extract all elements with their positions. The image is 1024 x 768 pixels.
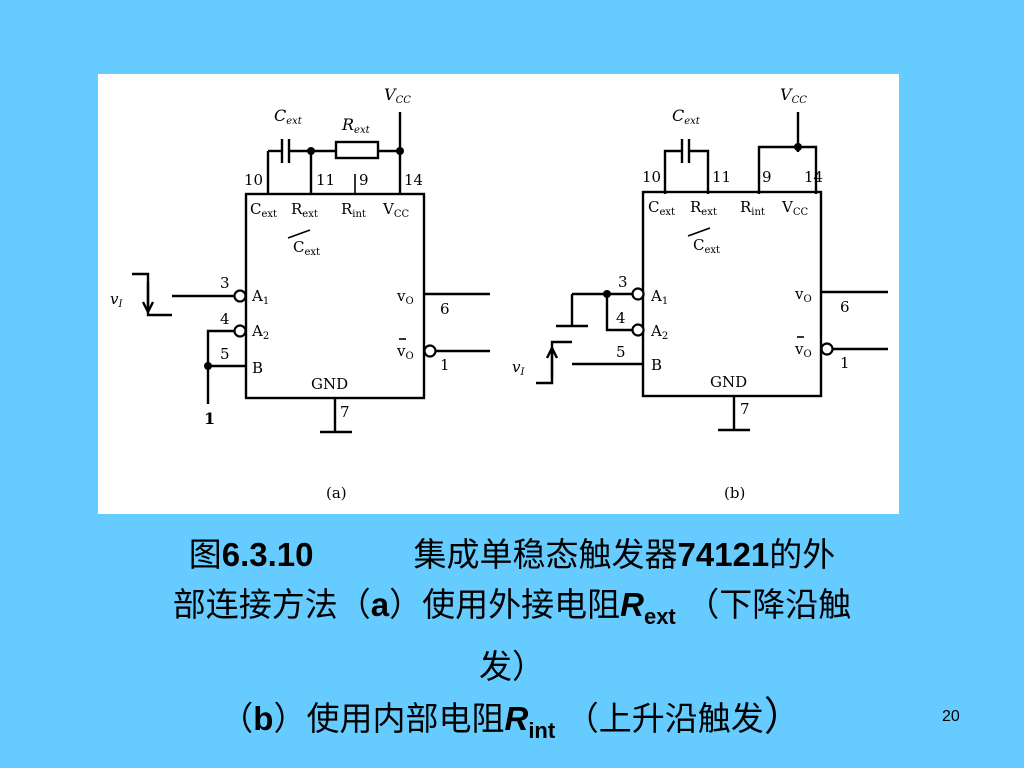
trigger-arrow-head (141, 301, 155, 315)
resistor-body (334, 140, 380, 160)
pin9-14-wire (757, 145, 818, 194)
chip-vo-label: vO (794, 285, 812, 305)
rext-label: Rext (341, 115, 371, 136)
caption-title: 集成单稳态触发器 (413, 535, 678, 574)
input-vi-label: vI (110, 290, 123, 310)
chip-cext-label: Cext (293, 238, 320, 258)
pin-number: 7 (740, 400, 750, 418)
chip-a1-label: A1 (650, 287, 668, 307)
input-vi-label: vI (512, 358, 525, 378)
caption-title: 的外 (769, 535, 836, 574)
caption-text: b (253, 700, 274, 737)
pin-number: 11 (316, 171, 335, 189)
falling-edge-symbol (132, 272, 172, 317)
pin-number: 7 (340, 403, 350, 421)
input-bubble-a2 (233, 324, 247, 338)
pin-number: 14 (404, 171, 423, 189)
caption-text: ） (763, 694, 804, 740)
pin-number: 14 (804, 168, 823, 186)
overbar-slash (687, 227, 711, 237)
cext-label: Cext (274, 106, 303, 127)
caption-r-symbol: R (504, 700, 529, 737)
vcc-label: VCC (780, 85, 807, 106)
pin-number: 9 (359, 171, 369, 189)
pin-number: 3 (220, 274, 230, 292)
chip-a1-label: A1 (251, 287, 269, 307)
caption-r-symbol: R (620, 586, 644, 623)
pin-number: 3 (618, 273, 628, 291)
chip-a2-label: A2 (650, 322, 668, 342)
input-bubble-a1 (233, 289, 247, 303)
panel-b-label: (b) (724, 484, 745, 502)
pin-number: 6 (440, 300, 450, 318)
junction-dot (396, 147, 404, 155)
caption-text: ）使用外接电阻 (389, 585, 621, 624)
pin-number: 11 (712, 168, 731, 186)
chip-gnd-label: GND (311, 375, 348, 393)
chip-rext-label: Rext (291, 200, 318, 220)
input-bubble-a2 (631, 323, 645, 337)
overbar-slash (287, 229, 311, 239)
caption-text: （上升沿触发 (555, 699, 764, 738)
chip-b-label: B (252, 359, 263, 377)
caption-line-1: 图6.3.10 集成单稳态触发器74121的外 (60, 530, 964, 580)
chip-cext-label: Cext (648, 198, 675, 218)
chip-vobar-label: vO (396, 342, 414, 362)
chip-vobar-label: vO (794, 340, 812, 360)
pin-number: 10 (642, 168, 661, 186)
chip-b-label: B (651, 356, 662, 374)
caption-r-subscript: ext (643, 604, 676, 629)
cap-left-wire (663, 149, 682, 194)
page-number: 20 (942, 708, 960, 725)
circuit-figure: VCC Cext Rext 10 11 9 14 Cext Rext Rint (98, 74, 899, 514)
chip-rint-label: Rint (740, 198, 765, 218)
panel-b: VCC Cext 10 11 9 14 Cext Rext Rint VCC C… (512, 85, 888, 502)
circuit-diagram: VCC Cext Rext 10 11 9 14 Cext Rext Rint (110, 85, 888, 502)
logic-one-label: 1 (204, 409, 215, 428)
chip-gnd-label: GND (710, 373, 747, 391)
caption-text: a (370, 586, 390, 623)
pin-number: 5 (616, 343, 626, 361)
panel-a: VCC Cext Rext 10 11 9 14 Cext Rext Rint (110, 85, 490, 502)
vcc-label: VCC (384, 85, 411, 106)
pin-number: 1 (840, 354, 850, 372)
pin-number: 6 (840, 298, 850, 316)
pin-number: 4 (220, 310, 230, 328)
trigger-arrow-head (545, 345, 559, 359)
pin-number: 4 (616, 309, 626, 327)
pin-number: 5 (220, 345, 230, 363)
chip-vcc-label: VCC (382, 200, 409, 220)
caption-line-4: （b）使用内部电阻Rint （上升沿触发） (60, 692, 964, 756)
caption-fig-prefix: 图 (188, 535, 222, 574)
a2-b-wire (206, 329, 246, 368)
panel-a-label: (a) (326, 484, 347, 502)
chip-vo-label: vO (396, 287, 414, 307)
cext-label: Cext (672, 106, 701, 127)
chip-cext-label: Cext (693, 236, 720, 256)
caption-chip: 74121 (677, 536, 770, 573)
chip-vcc-label: VCC (781, 198, 808, 218)
caption-fig-number: 6.3.10 (221, 536, 314, 573)
caption-line-3: 发） (479, 647, 545, 686)
cap-right-wire (689, 149, 710, 194)
caption-text: （下降沿触 (675, 585, 852, 624)
rising-edge-symbol (536, 340, 572, 385)
a1-a2-tie (605, 294, 632, 332)
pin-number: 10 (244, 171, 263, 189)
pin-number: 1 (440, 356, 450, 374)
output-bubble (423, 344, 437, 358)
input-bubble-a1 (631, 287, 645, 301)
chip-rint-label: Rint (341, 200, 366, 220)
caption-line-2: 部连接方法（a）使用外接电阻Rext （下降沿触 (60, 580, 964, 642)
chip-cext-label: Cext (250, 200, 277, 220)
caption-r-subscript: int (528, 718, 556, 743)
pin-number: 9 (762, 168, 772, 186)
chip-a2-label: A2 (251, 322, 269, 342)
chip-rext-label: Rext (690, 198, 717, 218)
output-bubble (820, 342, 834, 356)
caption-text: （ (220, 699, 254, 738)
caption-text: 部连接方法（ (172, 585, 371, 624)
caption-text: ）使用内部电阻 (273, 699, 505, 738)
